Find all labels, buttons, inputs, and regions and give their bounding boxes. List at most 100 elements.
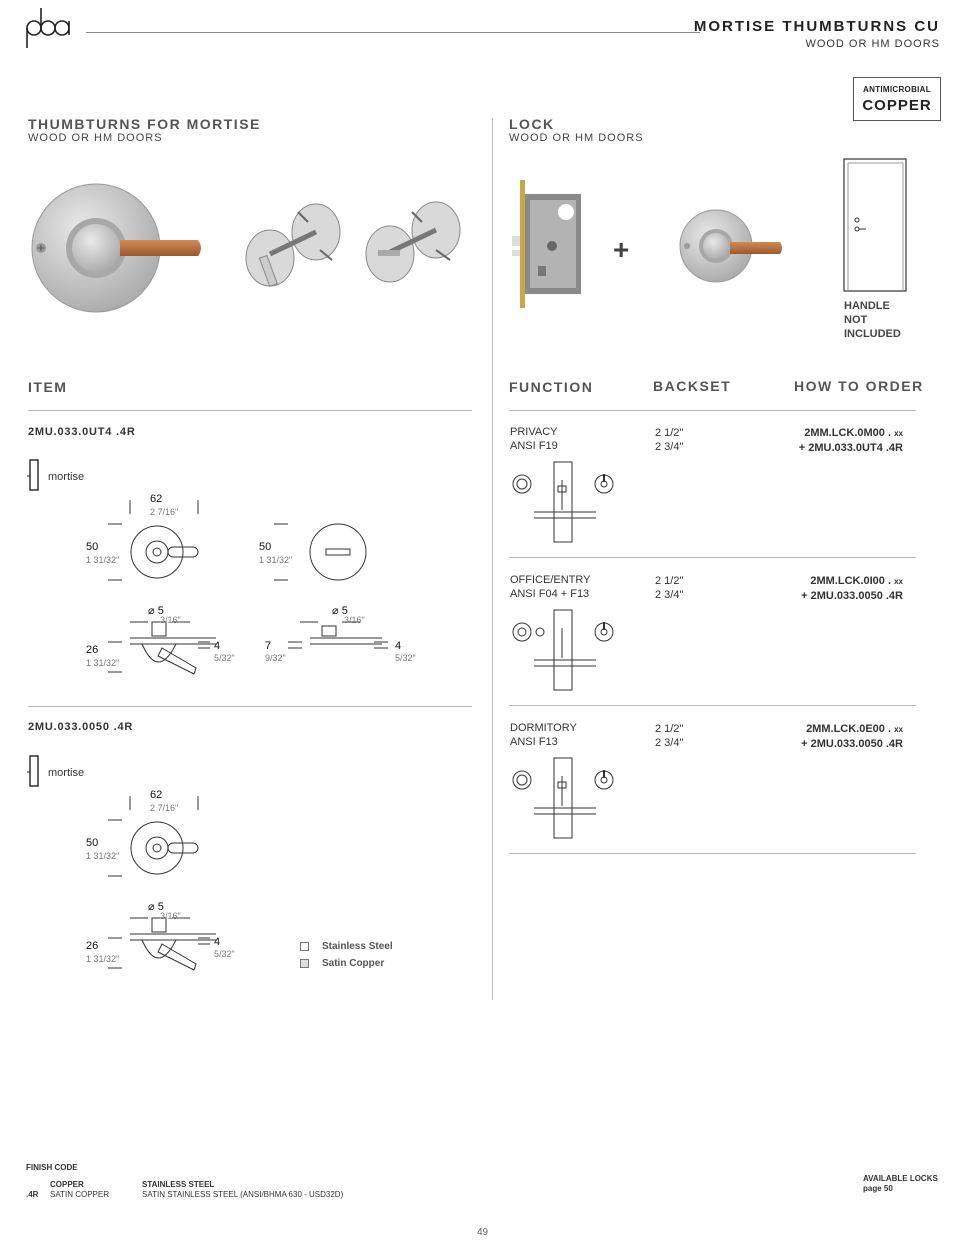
mortise-lock-image <box>512 180 586 315</box>
front-view-drawing <box>100 500 220 591</box>
spindle-value: 5 <box>157 901 164 913</box>
turn-assembly-image <box>360 196 466 301</box>
depth2-dimension-inches: 9/32" <box>265 653 286 663</box>
depth-dimension: 26 <box>86 940 99 952</box>
office-entry-function-diagram <box>508 608 620 697</box>
left-section-subtitle: WOOD OR HM DOORS <box>28 132 163 144</box>
right-section-title: LOCK <box>509 116 555 132</box>
note-line-1: HANDLE <box>844 300 890 312</box>
depth-dimension-inches: 1 31/32" <box>86 954 120 964</box>
order-line-1: 2MM.LCK.0E00 . <box>806 723 892 735</box>
stainless-steel-label: Stainless Steel <box>322 941 393 952</box>
order-line-1: 2MM.LCK.0I00 . <box>810 575 892 587</box>
function-divider <box>509 557 916 558</box>
satin-copper-swatch <box>300 959 309 968</box>
function-name: DORMITORY <box>510 722 577 734</box>
note-line-3: INCLUDED <box>844 328 901 340</box>
thickness2-dimension: 4 <box>395 640 402 652</box>
function-header-rule <box>509 410 916 411</box>
function-ansi: ANSI F19 <box>510 440 558 452</box>
function-row-privacy: PRIVACY ANSI F19 <box>510 425 558 453</box>
stainless-heading: STAINLESS STEEL <box>142 1180 215 1189</box>
col-how-to-order: HOW TO ORDER <box>794 378 924 394</box>
mount-type-label: mortise <box>48 767 85 779</box>
order-privacy: 2MM.LCK.0M00 . xx + 2MU.033.0UT4 .4R <box>799 426 903 455</box>
height-dimension: 50 <box>86 541 99 553</box>
function-ansi: ANSI F04 + F13 <box>510 588 590 600</box>
thickness2-dimension-inches: 5/32" <box>395 653 416 663</box>
height2-dimension: 50 <box>259 541 272 553</box>
function-divider <box>509 853 916 854</box>
backset-office-entry: 2 1/2" 2 3/4" <box>655 574 683 602</box>
plus-sign: + <box>613 234 630 265</box>
thickness-dimension-inches: 5/32" <box>214 653 235 663</box>
function-divider <box>509 705 916 706</box>
front-view-alt-drawing <box>270 516 380 591</box>
width-dimension-inches: 2 7/16" <box>150 803 179 813</box>
function-name: PRIVACY <box>510 426 558 438</box>
spindle-dimension: ⌀ 5 <box>148 901 164 913</box>
copper-heading: COPPER <box>50 1180 84 1189</box>
left-section-title: THUMBTURNS FOR MORTISE <box>28 116 261 132</box>
dormitory-function-diagram <box>508 756 620 845</box>
width-dimension: 62 <box>150 789 163 801</box>
order-line-2: + 2MU.033.0050 .4R <box>801 590 903 602</box>
order-dormitory: 2MM.LCK.0E00 . xx + 2MU.033.0050 .4R <box>801 722 903 751</box>
brand-logo <box>24 4 74 55</box>
width-dimension: 62 <box>150 493 163 505</box>
backset-value-2: 2 3/4" <box>655 589 684 601</box>
mount-type-label: mortise <box>48 471 85 483</box>
backset-value-2: 2 3/4" <box>655 441 684 453</box>
order-line-2: + 2MU.033.0050 .4R <box>801 738 903 750</box>
order-finish-xx: xx <box>894 577 903 586</box>
spindle2-value: 5 <box>341 605 348 617</box>
door-icon <box>843 158 909 299</box>
order-finish-xx: xx <box>894 725 903 734</box>
order-line-1: 2MM.LCK.0M00 . <box>804 427 892 439</box>
spindle-dimension: ⌀ 5 <box>148 605 164 617</box>
side-view-alt-drawing <box>270 612 400 667</box>
copper-finish: SATIN COPPER <box>50 1190 109 1199</box>
available-locks-link[interactable]: AVAILABLE LOCKS <box>863 1174 938 1183</box>
copper-badge: ANTIMICROBIAL COPPER <box>853 77 941 121</box>
mortise-icon <box>26 458 40 499</box>
mortise-icon <box>26 754 40 795</box>
available-locks-page[interactable]: page 50 <box>863 1184 893 1193</box>
backset-value-2: 2 3/4" <box>655 737 684 749</box>
backset-value-1: 2 1/2" <box>655 427 684 439</box>
height-dimension-inches: 1 31/32" <box>86 851 120 861</box>
height-dimension-inches: 1 31/32" <box>86 555 120 565</box>
spindle2-dimension-inches: 3/16" <box>344 615 365 625</box>
spindle-dimension-inches: 3/16" <box>160 615 181 625</box>
order-line-2: + 2MU.033.0UT4 .4R <box>798 442 903 454</box>
badge-top-label: ANTIMICROBIAL <box>863 85 931 94</box>
spindle-dimension-inches: 3/16" <box>160 911 181 921</box>
thumbturn-assembly-image <box>240 198 346 303</box>
function-name: OFFICE/ENTRY <box>510 574 591 586</box>
note-line-2: NOT <box>844 314 868 326</box>
col-backset: BACKSET <box>653 378 732 394</box>
spindle2-dimension: ⌀ 5 <box>332 605 348 617</box>
finish-code-value: .4R <box>26 1190 39 1199</box>
finish-code-heading: FINISH CODE <box>26 1163 78 1172</box>
side-view-drawing <box>100 612 240 683</box>
backset-privacy: 2 1/2" 2 3/4" <box>655 426 683 454</box>
backset-value-1: 2 1/2" <box>655 723 684 735</box>
satin-copper-label: Satin Copper <box>322 958 385 969</box>
function-row-office-entry: OFFICE/ENTRY ANSI F04 + F13 <box>510 573 590 601</box>
badge-bottom-label: COPPER <box>862 97 932 114</box>
width-dimension-inches: 2 7/16" <box>150 507 179 517</box>
item-code: 2MU.033.0UT4 .4R <box>28 426 136 438</box>
thickness-dimension: 4 <box>214 640 221 652</box>
item-header-rule <box>28 410 472 411</box>
col-item: ITEM <box>28 379 68 395</box>
center-divider <box>492 118 493 1000</box>
header-divider <box>86 32 700 33</box>
stainless-finish: SATIN STAINLESS STEEL (ANSI/BHMA 630 - U… <box>142 1190 344 1199</box>
page-number: 49 <box>477 1227 489 1238</box>
spindle-value: 5 <box>157 605 164 617</box>
privacy-function-diagram <box>508 460 620 549</box>
order-finish-xx: xx <box>894 429 903 438</box>
order-office-entry: 2MM.LCK.0I00 . xx + 2MU.033.0050 .4R <box>801 574 903 603</box>
col-function: FUNCTION <box>509 379 594 395</box>
